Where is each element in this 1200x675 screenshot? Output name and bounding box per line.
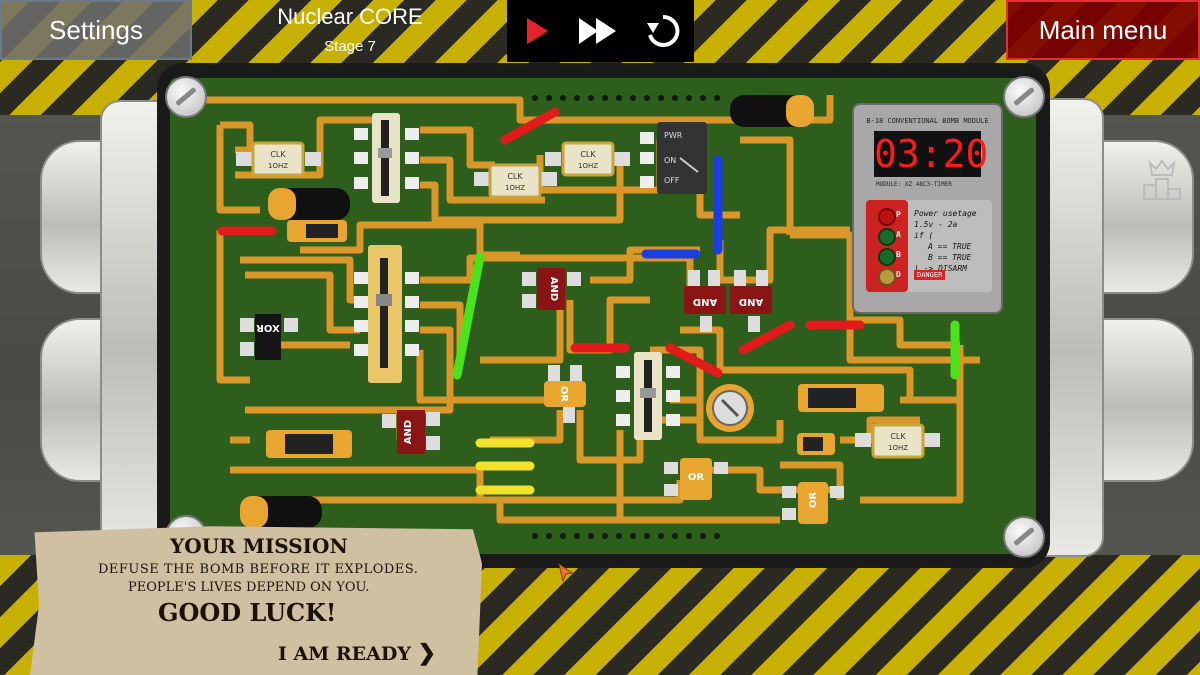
or-label-3: OR xyxy=(808,492,819,509)
slider-switch-3[interactable] xyxy=(616,352,680,440)
or-gate-1[interactable]: OR xyxy=(544,365,586,423)
clk-chip-3[interactable]: CLK 1OHZ xyxy=(545,141,630,177)
potentiometer[interactable] xyxy=(706,384,754,432)
switch-pwr-label: PWR xyxy=(664,131,683,140)
or-gate-2[interactable]: OR xyxy=(664,458,728,500)
clk-freq-2: 1OHZ xyxy=(505,184,525,192)
led-label-a: A xyxy=(896,230,901,239)
clk-chip-4[interactable]: CLK 1OHZ xyxy=(855,423,940,459)
or-label-1: OR xyxy=(558,386,569,403)
led-panel: P A B D xyxy=(866,200,908,292)
level-title: Nuclear CORE xyxy=(277,4,423,29)
playback-controls xyxy=(507,0,694,62)
clk-label-4: CLK xyxy=(890,432,906,441)
logic-text: Power usetage 1.5v - 2a if ( A == TRUE B… xyxy=(914,208,977,274)
play-icon[interactable] xyxy=(518,13,554,49)
and-label-3: AND xyxy=(739,296,763,307)
clk-freq-3: 1OHZ xyxy=(578,162,598,170)
power-switch[interactable]: PWR ON OFF xyxy=(640,122,707,194)
clk-label-2: CLK xyxy=(507,172,523,181)
xor-label: XOR xyxy=(256,322,280,333)
and-label-2: AND xyxy=(693,296,717,307)
led-power xyxy=(878,208,896,226)
cond-b-label: B == TRUE xyxy=(928,253,972,262)
connector-pins-bottom xyxy=(532,533,720,539)
mission-line-2: PEOPLE'S LIVES DEPEND ON YOU. xyxy=(128,580,370,595)
battery-4[interactable] xyxy=(797,433,835,455)
mission-title: YOUR MISSION xyxy=(170,534,348,558)
power-usage-label: Power usetage xyxy=(914,209,977,218)
bomb-timer-module: B-18 CONVENTIONAL BOMB MODULE 03:20 MODU… xyxy=(852,103,1003,314)
and-gate-1[interactable]: AND xyxy=(522,268,581,310)
if-label: if ( xyxy=(914,231,934,240)
capacitor-3[interactable] xyxy=(240,496,322,528)
clk-freq-4: 1OHZ xyxy=(888,444,908,452)
settings-button[interactable]: Settings xyxy=(0,0,192,60)
battery-1[interactable] xyxy=(287,220,347,242)
clk-chip-2[interactable]: CLK 1OHZ xyxy=(474,163,557,199)
danger-label: DANGER xyxy=(914,270,946,280)
led-label-d: D xyxy=(896,270,901,279)
led-b xyxy=(878,248,896,266)
and-gate-4[interactable]: AND xyxy=(382,410,440,454)
mission-line-1: DEFUSE THE BOMB BEFORE IT EXPLODES. xyxy=(98,562,419,577)
main-menu-button[interactable]: Main menu xyxy=(1006,0,1200,60)
switch-on-label: ON xyxy=(664,156,676,165)
and-gate-3[interactable]: AND xyxy=(730,270,772,332)
and-label-1: AND xyxy=(548,277,559,301)
ready-label: I AM READY xyxy=(278,643,411,665)
slider-switch-1[interactable] xyxy=(354,113,419,203)
mission-note: YOUR MISSION DEFUSE THE BOMB BEFORE IT E… xyxy=(30,526,482,675)
restart-icon[interactable] xyxy=(643,11,683,51)
timer-display: 03:20 xyxy=(874,131,989,177)
ready-button[interactable]: I AM READY ❯ xyxy=(278,640,436,666)
or-gate-3[interactable]: OR xyxy=(782,482,844,524)
clk-label-1: CLK xyxy=(270,150,286,159)
led-a xyxy=(878,228,896,246)
connector-pins-top xyxy=(532,95,720,101)
screw-top-right xyxy=(1003,76,1045,118)
screw-bottom-right xyxy=(1003,516,1045,558)
and-gate-2[interactable]: AND xyxy=(684,270,726,332)
level-info: Nuclear CORE Stage 7 xyxy=(260,4,440,55)
timer-model: MODULE: XZ 48C3-TIMER xyxy=(876,181,952,188)
clk-label-3: CLK xyxy=(580,150,596,159)
switch-off-label: OFF xyxy=(664,176,680,185)
capacitor-2[interactable] xyxy=(730,95,814,127)
led-label-b: B xyxy=(896,250,901,259)
mouse-cursor-icon xyxy=(558,563,574,583)
and-label-4: AND xyxy=(403,420,414,444)
capacitor-1[interactable] xyxy=(268,188,350,220)
timer-header: B-18 CONVENTIONAL BOMB MODULE xyxy=(866,117,989,125)
voltage-label: 1.5v - 2a xyxy=(914,220,958,229)
leaderboard-icon[interactable] xyxy=(1138,155,1186,203)
led-label-p: P xyxy=(896,210,901,219)
battery-3[interactable] xyxy=(798,384,884,412)
logic-panel: P A B D Power usetage 1.5v - 2a if ( A =… xyxy=(866,200,992,292)
led-disarm xyxy=(878,268,896,286)
xor-gate[interactable]: XOR xyxy=(240,314,298,360)
battery-2[interactable] xyxy=(266,430,352,458)
cond-a-label: A == TRUE xyxy=(928,242,972,251)
or-label-2: OR xyxy=(688,472,705,483)
clk-chip-1[interactable]: CLK 1OHZ xyxy=(236,141,321,177)
slider-switch-2[interactable] xyxy=(354,245,419,383)
clk-freq-1: 1OHZ xyxy=(268,162,288,170)
fast-forward-icon[interactable] xyxy=(576,13,620,49)
screw-top-left xyxy=(165,76,207,118)
good-luck-text: GOOD LUCK! xyxy=(158,598,337,627)
chevron-right-icon: ❯ xyxy=(417,640,437,666)
stage-label: Stage 7 xyxy=(324,38,376,55)
disarm-label: ) -> DISARM xyxy=(914,264,967,273)
